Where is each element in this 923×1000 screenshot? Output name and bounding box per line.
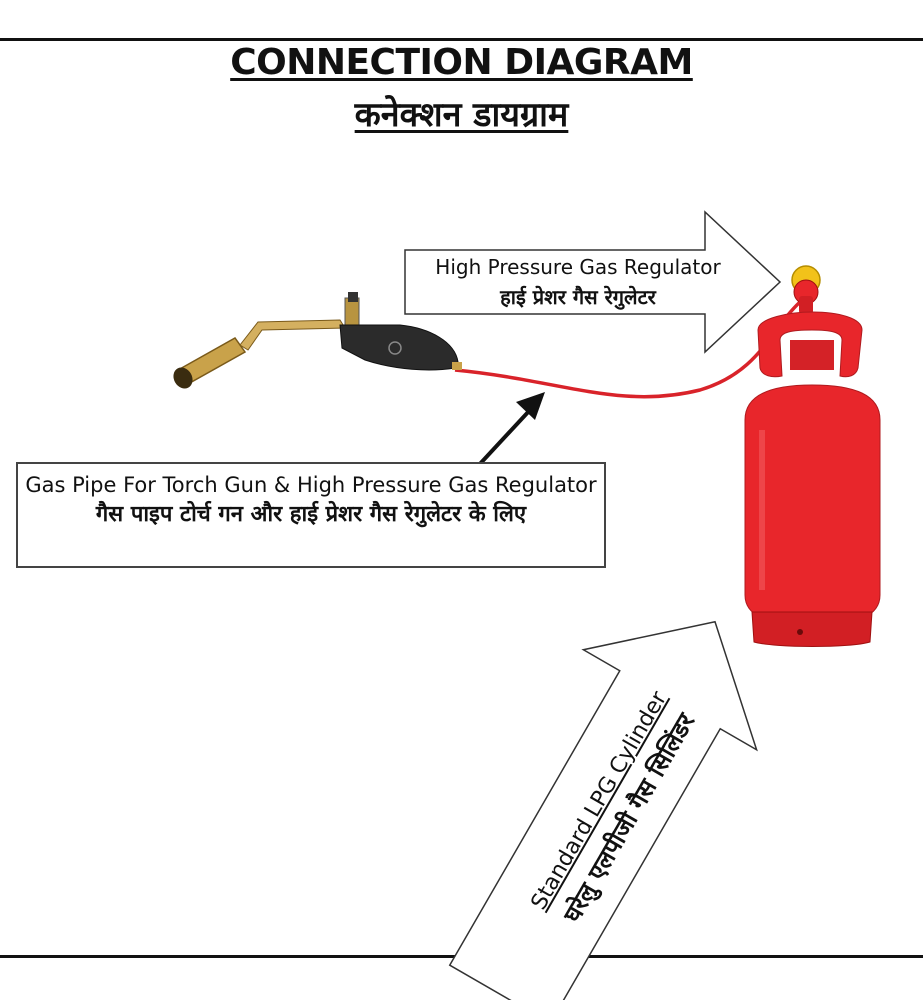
gas-hose [454,300,802,399]
diagram-title-english: CONNECTION DIAGRAM [230,42,693,83]
lpg-cylinder [744,311,881,647]
regulator-callout-arrow [404,210,782,354]
diagram-title-hindi: कनेक्शन डायग्राम [354,95,569,135]
gas-pipe-label-english: Gas Pipe For Torch Gun & High Pressure G… [25,473,597,497]
regulator-label-english: High Pressure Gas Regulator [435,255,721,279]
gas-pipe-label-hindi: गैस पाइप टोर्च गन और हाई प्रेशर गैस रेगु… [95,502,527,527]
pipe-pointer-arrow [476,392,545,468]
regulator-label-hindi: हाई प्रेशर गैस रेगुलेटर [500,285,656,309]
top-border-rule [0,38,923,41]
regulator-label: High Pressure Gas Regulator हाई प्रेशर ग… [408,252,748,312]
gas-pipe-label: Gas Pipe For Torch Gun & High Pressure G… [16,462,606,568]
cylinder-callout-arrow [448,620,758,1000]
gas-regulator [791,265,821,314]
torch-gun [173,292,462,389]
